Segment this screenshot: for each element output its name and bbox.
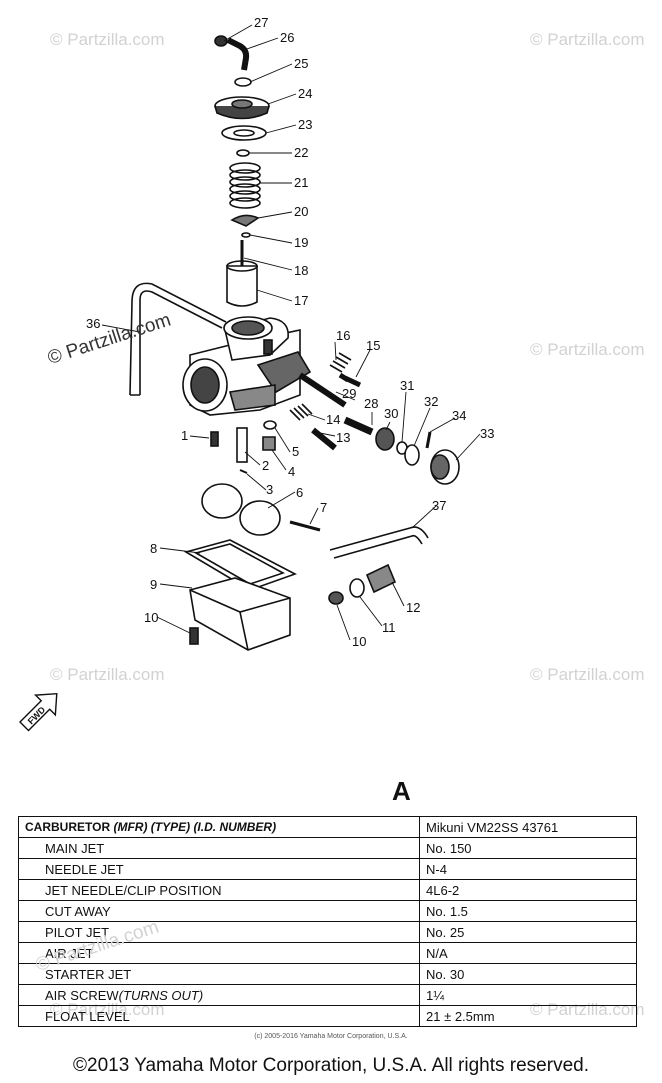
- callout-36: 36: [86, 316, 100, 331]
- callout-1: 1: [181, 428, 188, 443]
- part-6-float: [201, 483, 281, 536]
- callout-3: 3: [266, 482, 273, 497]
- callout-5: 5: [292, 444, 299, 459]
- callout-33: 32: [424, 394, 438, 409]
- part-2-needle-jet: [236, 427, 248, 463]
- callout-31: 30: [384, 406, 398, 421]
- part-24-gasket: [221, 125, 267, 141]
- callout-2: 2: [262, 458, 269, 473]
- callout-8: 8: [150, 541, 157, 556]
- callout-4: 4: [288, 464, 295, 479]
- callout-16: 15: [366, 338, 380, 353]
- carburetor-exploded-diagram: 27 26 25 24 23 22 21 20 19 18 17 36 16 1…: [19, 15, 494, 732]
- part-22-throttle-spring: [229, 162, 261, 209]
- header-value: Mikuni VM22SS 43761: [419, 816, 637, 838]
- part-10-screw: [189, 627, 199, 645]
- callout-labels: 27 26 25 24 23 22 21 20 19 18 17 36 16 1…: [86, 15, 494, 649]
- callout-28: 27: [254, 15, 268, 30]
- callout-30: 29: [342, 386, 356, 401]
- header-label: CARBURETOR (MFR) (TYPE) (I.D. NUMBER): [18, 816, 420, 838]
- callout-37: 37: [432, 498, 446, 513]
- part-12-washer: [349, 578, 365, 598]
- part-7-float-arm-pin: [289, 520, 321, 532]
- part-5-washer: [263, 420, 277, 430]
- part-13-drain-bolt: [365, 563, 397, 594]
- callout-19: 18: [294, 263, 308, 278]
- part-31-fitting: [375, 427, 395, 451]
- part-29-cable-adjuster: [343, 416, 374, 436]
- carburetor-body: [182, 316, 312, 416]
- callout-25: 24: [298, 86, 312, 101]
- callout-14: 13: [336, 430, 350, 445]
- part-23-spring-seat: [236, 149, 250, 157]
- callout-10: 10: [144, 610, 158, 625]
- callout-12: 11: [382, 620, 396, 635]
- callout-6: 6: [296, 485, 303, 500]
- callout-23: 22: [294, 145, 308, 160]
- part-33-washer: [404, 444, 420, 466]
- copyright-notice: ©2013 Yamaha Motor Corporation, U.S.A. A…: [73, 1055, 589, 1076]
- part-14-pilot-screw: [311, 427, 337, 451]
- callout-9: 9: [150, 577, 157, 592]
- part-1-screw: [210, 431, 219, 447]
- table-stamp: (c) 2005-2016 Yamaha Motor Corporation, …: [254, 1033, 408, 1040]
- part-17-spring: [329, 352, 352, 373]
- callout-32: 31: [400, 378, 414, 393]
- part-35-screw: [425, 431, 432, 449]
- callout-34: 33: [480, 426, 494, 441]
- callout-35: 34: [452, 408, 466, 423]
- callout-27: 26: [280, 30, 294, 45]
- callout-15: 14: [326, 412, 340, 427]
- callout-24: 23: [298, 117, 312, 132]
- part-36-breather-hose: [131, 282, 227, 329]
- callout-11: 10: [352, 634, 366, 649]
- table-header-row: CARBURETOR (MFR) (TYPE) (I.D. NUMBER) Mi…: [18, 816, 637, 838]
- callout-26: 25: [294, 56, 308, 71]
- part-26-washer: [234, 77, 252, 87]
- watermark: © Partzilla.com: [530, 340, 645, 359]
- watermark: © Partzilla.com: [50, 665, 165, 684]
- table-row: AIR SCREW(TURNS OUT)1¼: [18, 984, 637, 1006]
- part-11-plug: [328, 591, 344, 605]
- part-18-throttle-valve: [226, 265, 258, 307]
- callout-13: 12: [406, 600, 420, 615]
- part-4-main-jet: [262, 436, 276, 451]
- fwd-arrow-icon: FWD: [19, 692, 58, 732]
- part-37-overflow-pipe: [329, 526, 429, 559]
- part-21-clip-plate: [230, 214, 260, 227]
- part-3-float-pin: [239, 469, 248, 474]
- part-16-screw: [338, 372, 362, 388]
- carburetor-spec-table: CARBURETOR (MFR) (TYPE) (I.D. NUMBER) Mi…: [18, 816, 637, 1027]
- part-28-nut: [214, 35, 228, 47]
- callout-22: 21: [294, 175, 308, 190]
- callout-29: 28: [364, 396, 378, 411]
- part-20-clip: [241, 232, 251, 238]
- callout-18: 17: [294, 293, 308, 308]
- watermark: © Partzilla.com: [530, 665, 645, 684]
- callout-21: 20: [294, 204, 308, 219]
- callout-7: 7: [320, 500, 327, 515]
- part-27-elbow: [226, 37, 250, 71]
- watermark: © Partzilla.com: [50, 30, 165, 49]
- callout-20: 19: [294, 235, 308, 250]
- callout-17: 16: [336, 328, 350, 343]
- part-15-spring: [289, 403, 313, 421]
- section-letter: A: [392, 776, 411, 806]
- part-30-starter-plunger: [298, 372, 347, 408]
- watermark: © Partzilla.com: [530, 30, 645, 49]
